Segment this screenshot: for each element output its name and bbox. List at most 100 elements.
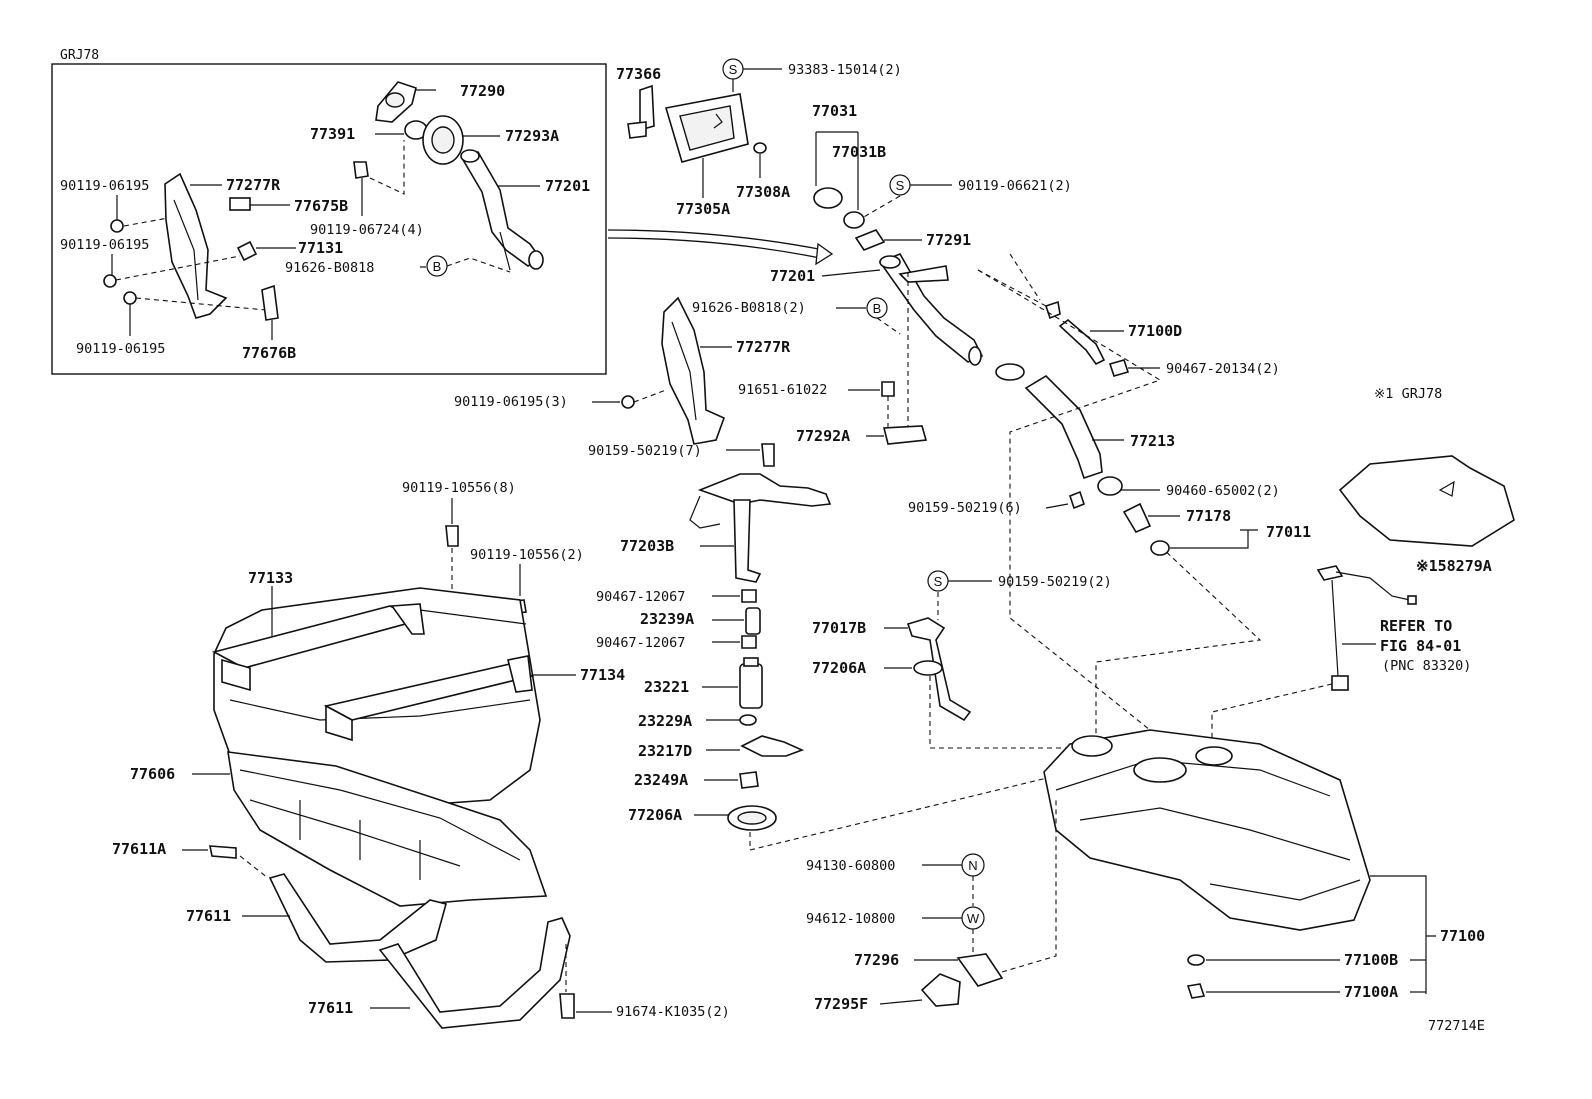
label-77100d: 77100D — [1128, 322, 1182, 340]
label-90460-65002: 90460-65002(2) — [1166, 483, 1280, 499]
label-23229a: 23229A — [638, 712, 692, 730]
tank-protector-part — [227, 751, 548, 907]
cushion-part — [1186, 983, 1206, 999]
gasket-part — [1150, 540, 1170, 556]
gasket-part — [854, 229, 886, 251]
small-gasket-part — [753, 142, 767, 154]
label-77675b: 77675B — [294, 197, 348, 215]
inlet-hose-part — [995, 363, 1123, 496]
label-77100b: 77100B — [1344, 951, 1398, 969]
label-90159-50219-2: 90159-50219(2) — [998, 574, 1112, 590]
label-77296: 77296 — [854, 951, 899, 969]
label-77203b: 77203B — [620, 537, 674, 555]
label-77290: 77290 — [460, 82, 505, 100]
label-90119-06621: 90119-06621(2) — [958, 178, 1072, 194]
screw-part — [1069, 490, 1085, 510]
bracket-part — [956, 953, 1004, 987]
clip-part — [739, 771, 759, 789]
symbol-n-text: N — [968, 858, 977, 873]
fuel-suction-part — [689, 473, 832, 583]
bolt-part — [123, 291, 137, 305]
bolt-part — [881, 381, 895, 397]
label-90119-06195-a: 90119-06195 — [60, 178, 149, 194]
clip-part — [1108, 359, 1130, 377]
label-94130-60800: 94130-60800 — [806, 858, 895, 874]
clip-part — [741, 589, 757, 603]
label-77611-b: 77611 — [308, 999, 353, 1017]
clamp-part — [236, 240, 258, 262]
label-23249a: 23249A — [634, 771, 688, 789]
screw-part — [761, 443, 775, 467]
label-91626-b0818: 91626-B0818 — [285, 260, 374, 276]
label-77134: 77134 — [580, 666, 625, 684]
label-91674-k1035: 91674-K1035(2) — [616, 1004, 730, 1020]
bolt-part — [353, 161, 369, 179]
inset-title: GRJ78 — [60, 48, 99, 63]
label-90119-06195-c: 90119-06195 — [76, 341, 165, 357]
label-90119-06195-3: 90119-06195(3) — [454, 394, 568, 410]
hose-part — [745, 607, 761, 635]
label-77100: 77100 — [1440, 927, 1485, 945]
label-90119-06724: 90119-06724(4) — [310, 222, 424, 238]
inset-frame — [51, 63, 607, 375]
label-77606: 77606 — [130, 765, 175, 783]
tank-strap-part — [378, 917, 571, 1029]
filler-pipe-part — [460, 149, 544, 271]
label-77206a-a: 77206A — [812, 659, 866, 677]
filler-housing-part — [422, 115, 464, 165]
stay-part — [882, 425, 928, 445]
valve-part — [1122, 502, 1152, 534]
label-23217d: 23217D — [638, 742, 692, 760]
protector-plate-part — [1338, 455, 1515, 547]
label-77178: 77178 — [1186, 507, 1231, 525]
label-90119-10556-2: 90119-10556(2) — [470, 547, 584, 563]
label-77277r: 77277R — [736, 338, 791, 356]
ring-part — [843, 211, 865, 229]
cushion-part — [1187, 954, 1205, 966]
clip-part — [229, 197, 251, 211]
figure-id: 772714E — [1428, 1018, 1485, 1034]
label-77676b: 77676B — [242, 344, 296, 362]
label-77391: 77391 — [310, 125, 355, 143]
cap-part — [813, 187, 843, 209]
label-23239a: 23239A — [640, 610, 694, 628]
label-77295f: 77295F — [814, 995, 868, 1013]
fuel-pump-part — [739, 657, 763, 709]
label-90467-12067-b: 90467-12067 — [596, 635, 685, 651]
bolt-part — [103, 274, 117, 288]
label-77131: 77131 — [298, 239, 343, 257]
label-77305a: 77305A — [676, 200, 730, 218]
fuel-gauge-part — [906, 617, 972, 722]
tank-strap-part — [268, 873, 447, 963]
tank-band-part — [323, 655, 535, 742]
stay-part — [261, 284, 279, 321]
sender-gauge-part — [1316, 565, 1417, 691]
bolt-part — [445, 525, 459, 547]
label-77017b: 77017B — [812, 619, 866, 637]
hose-part — [1058, 318, 1106, 366]
label-90119-06195-b: 90119-06195 — [60, 237, 149, 253]
label-77133: 77133 — [248, 569, 293, 587]
label-77206a-b: 77206A — [628, 806, 682, 824]
label-91626-b0818-2: 91626-B0818(2) — [692, 300, 806, 316]
label-77293a: 77293A — [505, 127, 559, 145]
label-91651-61022: 91651-61022 — [738, 382, 827, 398]
cushion-part — [739, 714, 757, 726]
cushion-part — [920, 973, 961, 1007]
label-90119-10556-8: 90119-10556(8) — [402, 480, 516, 496]
label-77277r-inset: 77277R — [226, 176, 281, 194]
symbol-s-text: S — [934, 574, 943, 589]
label-77308a: 77308A — [736, 183, 790, 201]
label-77291: 77291 — [926, 231, 971, 249]
fuel-cap-part — [375, 81, 417, 123]
label-90467-12067-a: 90467-12067 — [596, 589, 685, 605]
label-93383-15014: 93383-15014(2) — [788, 62, 902, 78]
refer-line3: (PNC 83320) — [1382, 658, 1471, 674]
bolt-part — [621, 395, 635, 409]
label-77292a: 77292A — [796, 427, 850, 445]
note-grj78: ※1 GRJ78 — [1374, 386, 1442, 402]
refer-line1: REFER TO — [1380, 617, 1452, 635]
refer-line2: FIG 84-01 — [1380, 637, 1461, 655]
label-77201: 77201 — [770, 267, 815, 285]
label-77611a-bolt: 77611A — [112, 840, 166, 858]
